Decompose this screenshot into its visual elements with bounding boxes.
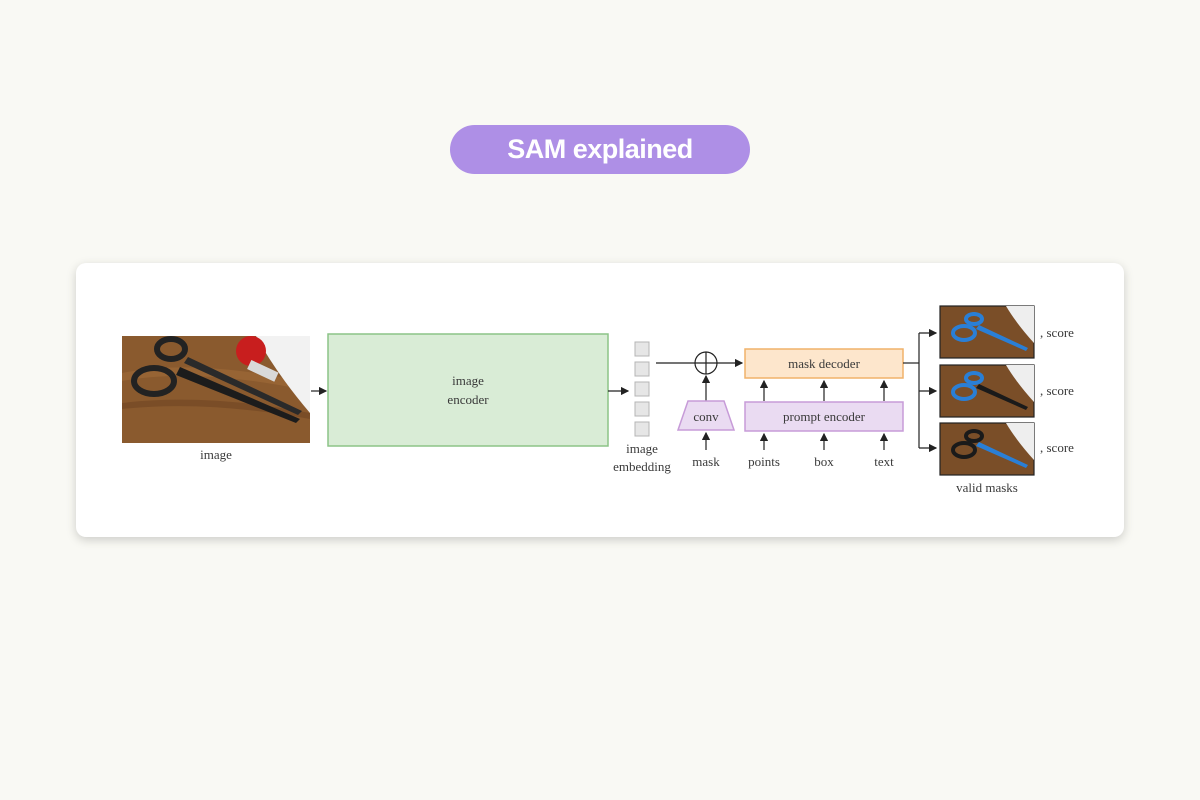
image-label: image xyxy=(200,447,232,462)
valid-mask-2 xyxy=(939,364,1035,418)
input-image xyxy=(122,336,310,443)
prompt-encoder-box xyxy=(744,401,904,432)
title-pill: SAM explained xyxy=(450,125,750,174)
score-label-2: , score xyxy=(1040,383,1074,398)
valid-mask-3 xyxy=(939,422,1035,476)
conv-block xyxy=(676,400,736,431)
encoder-label-line1: image xyxy=(452,373,484,388)
prompt-encoder-label: prompt encoder xyxy=(783,409,866,424)
text-label: text xyxy=(874,454,894,469)
embedding-label-line1: image xyxy=(626,441,658,456)
points-label: points xyxy=(748,454,780,469)
conv-label: conv xyxy=(693,409,719,424)
page-title: SAM explained xyxy=(507,134,693,164)
mask-decoder-box xyxy=(744,348,904,379)
image-encoder-box xyxy=(327,333,609,447)
encoder-label-line2: encoder xyxy=(447,392,489,407)
box-label: box xyxy=(814,454,834,469)
sam-diagram: image image encoder image embedding conv xyxy=(122,305,1074,495)
mask-label: mask xyxy=(692,454,720,469)
valid-masks-label: valid masks xyxy=(956,480,1018,495)
image-embedding-stack xyxy=(634,341,650,437)
diagram-card: image image encoder image embedding conv xyxy=(76,263,1124,537)
mask-decoder-label: mask decoder xyxy=(788,356,861,371)
score-label-3: , score xyxy=(1040,440,1074,455)
score-label-1: , score xyxy=(1040,325,1074,340)
valid-mask-1 xyxy=(939,305,1035,359)
embedding-label-line2: embedding xyxy=(613,459,671,474)
